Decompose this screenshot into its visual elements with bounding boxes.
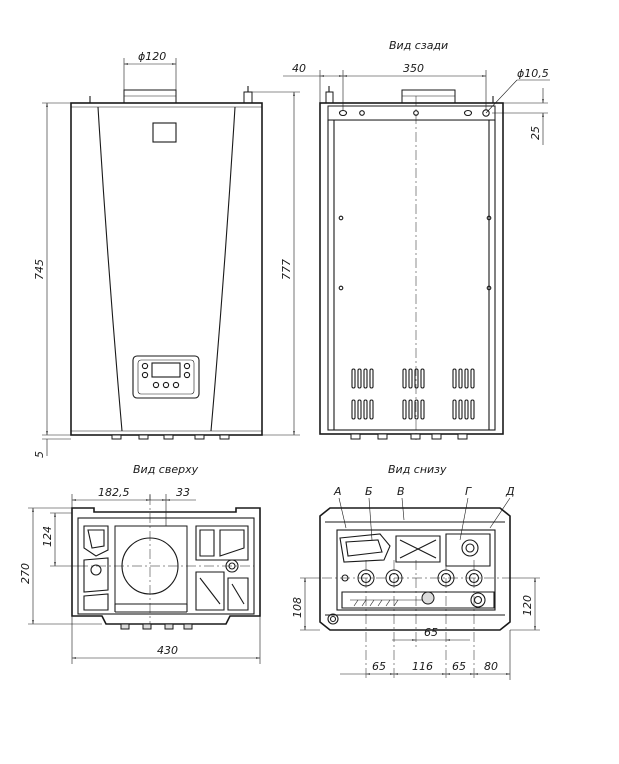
connection-label-v: В [397,485,405,498]
front-flue-pipe [123,89,177,104]
vent-slot [363,368,368,389]
dim-depth: 270 [19,563,32,584]
dim-top-flue-y: 124 [41,526,54,547]
rear-view-title: Вид сзади [389,39,448,52]
dim-overall-height: 777 [280,259,293,280]
dim-top-flue-offset: 33 [176,486,190,499]
vent-slot [408,368,413,389]
dim-bottom-inner-spacing: 65 [424,626,438,639]
vent-slot [402,399,407,420]
control-button [183,362,191,370]
dim-width: 430 [157,644,178,657]
bottom-view-title: Вид снизу [388,463,447,476]
top-view-title: Вид сверху [133,463,199,476]
top-flue-housing [114,525,188,605]
vent-slot [420,399,425,420]
vent-slot [452,399,457,420]
vent-slot [414,368,419,389]
vent-slot [452,368,457,389]
dim-bottom-offset: 5 [33,451,46,458]
vent-slot [363,399,368,420]
vent-slot [351,368,356,389]
rear-view: Вид сзади [283,39,550,440]
rear-flue-pipe [401,89,456,104]
dim-bottom-spacing-2: 116 [412,660,433,673]
dim-top-flue-x: 182,5 [98,486,130,499]
front-casing [70,102,263,436]
control-button [141,362,149,370]
dim-bottom-spacing-3: 65 [452,660,466,673]
front-top-valve [243,91,253,104]
rear-bottom-nozzles [350,433,468,440]
dim-front-height: 745 [33,259,46,280]
vent-slot [464,368,469,389]
connection-label-b: Б [365,485,373,498]
control-display [151,362,181,378]
connection-label-a: А [333,485,342,498]
control-button [152,381,160,389]
vent-slot [351,399,356,420]
vent-slot [470,399,475,420]
vent-slot [408,399,413,420]
front-bottom-nozzles [111,434,230,440]
front-view: ϕ120 745 5 777 [33,50,300,458]
bottom-gas-fitting [327,613,339,625]
dim-bottom-pipe-height: 108 [291,597,304,618]
vent-slot [470,368,475,389]
mounting-rail [327,105,496,121]
control-button [141,371,149,379]
vent-slot [369,399,374,420]
top-casing [71,507,261,625]
control-panel [132,355,200,399]
vent-slot [414,399,419,420]
vent-slot [357,368,362,389]
control-button [172,381,180,389]
vent-slot [369,368,374,389]
connection-label-g: Г [465,485,472,498]
dim-mount-hole: ϕ10,5 [517,67,549,80]
vent-slot [357,399,362,420]
rear-vent-slots [351,368,475,420]
dim-bottom-spacing-4: 80 [484,660,498,673]
connection-label-d: Д [505,485,515,498]
top-view: Вид сверху [19,463,261,664]
dim-rear-left-offset: 40 [292,62,306,75]
front-inspection-window [152,122,177,143]
vent-slot [420,368,425,389]
control-button [162,381,170,389]
dim-rear-width: 350 [403,62,424,75]
dim-rear-top-offset: 25 [529,126,542,140]
bottom-casing [319,507,511,631]
bottom-view: Вид снизу А Б В Г Д [291,463,540,680]
dim-bottom-spacing-1: 65 [372,660,386,673]
dim-flue-diameter: ϕ120 [138,50,166,63]
vent-slot [402,368,407,389]
vent-slot [458,399,463,420]
control-button [183,371,191,379]
vent-slot [464,399,469,420]
vent-slot [458,368,463,389]
dim-bottom-right-height: 120 [521,595,534,616]
